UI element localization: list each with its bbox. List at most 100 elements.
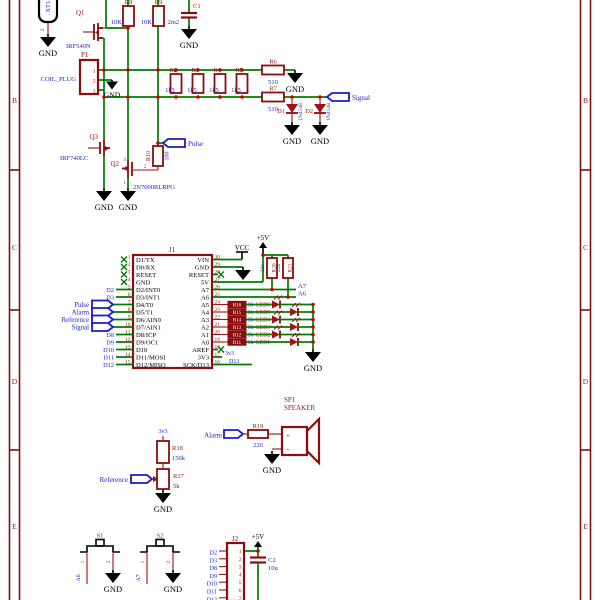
j1-right-pin-number: 17 <box>215 352 221 358</box>
r5-ref: R5 <box>235 67 242 74</box>
j1-left-pin-name: D0/RX <box>136 264 155 271</box>
gnd-arrow-icon <box>287 73 303 83</box>
j1-right-pin-number: 29 <box>215 262 221 268</box>
gnd-label: GND <box>304 363 322 373</box>
gnd-label: GND <box>180 40 198 50</box>
q2-ref: Q2 <box>110 160 119 168</box>
j1-left-pin-name: D1/TX <box>136 257 155 264</box>
junction-dot <box>290 95 294 99</box>
sheet-border: B C D E B C D E <box>8 0 592 600</box>
j1-right-pin-number: 30 <box>215 255 221 261</box>
led-ref: LED2 <box>256 333 270 339</box>
r7-resistor <box>261 91 285 103</box>
plus5v-symbol-j1 <box>259 242 267 255</box>
j2-pin-number: 5 <box>239 580 242 586</box>
j1-right-pin-number: 20 <box>215 330 221 336</box>
wire <box>305 416 321 466</box>
j2-pin-number: 4 <box>239 572 242 578</box>
gnd-arrow-icon <box>264 454 280 464</box>
j2-net-label: D12 <box>207 597 217 600</box>
junction-dot <box>311 317 315 322</box>
d1-value: 1N4148 <box>298 103 304 121</box>
array-resistor-ref: R11 <box>233 341 242 346</box>
led-ref: LED1 <box>256 340 270 346</box>
led-emission-arrows-icon <box>291 317 301 323</box>
wire <box>155 538 165 547</box>
j1-right-pin-name: A6 <box>201 294 210 301</box>
gnd-label: GND <box>104 584 122 594</box>
d2-ref: D2 <box>305 108 313 115</box>
j1-right-pin-name: 5V <box>201 279 209 286</box>
q2-pin1: 1 <box>124 181 127 186</box>
led-emission-arrows-icon <box>291 302 301 308</box>
gnd-arrow-icon <box>235 270 251 280</box>
s2-pin1-number: 1 <box>140 560 146 563</box>
flag-label: Pulse <box>74 302 89 309</box>
j1-right-pin-number: 23 <box>215 307 221 313</box>
led-emission-arrows-icon <box>273 310 283 315</box>
array-resistor-ref: R13 <box>233 326 242 331</box>
junction-dot <box>174 95 178 99</box>
net-3v3-label-j1: 3v3 <box>225 351 234 357</box>
j1-left-pin-name: D5/T1 <box>136 309 153 316</box>
row-letter: C <box>12 243 17 252</box>
r20-value: 22k <box>260 264 266 273</box>
led-symbol <box>290 323 298 331</box>
flag-label: Alarm <box>72 309 90 316</box>
j2-pin-number: 1 <box>239 549 242 555</box>
no-connect-x-icon <box>120 271 128 278</box>
j1-right-pin-number: 28 <box>215 270 221 276</box>
gnd-label: GND <box>95 202 113 212</box>
net-label: D8 <box>106 332 114 339</box>
q1-ref: Q1 <box>76 9 85 17</box>
q2-value: 2N7000RLRPG <box>133 184 175 191</box>
array-resistor-ref: R14 <box>233 318 242 323</box>
c1-value: 2m2 <box>167 19 179 26</box>
array-resistor-value: 1k <box>248 318 254 324</box>
led-emission-arrows-icon <box>273 325 283 330</box>
gnd-arrow-icon <box>305 352 321 362</box>
r10-ref: R10 <box>146 151 152 161</box>
symbols <box>37 0 350 600</box>
sp1-plus: + <box>286 432 290 440</box>
r8-ref: R8 <box>125 0 133 6</box>
wire <box>78 58 100 96</box>
junction-dot <box>218 95 222 99</box>
led-emission-arrows-icon <box>273 295 283 300</box>
q3-mosfet-symbol <box>99 140 110 156</box>
j1-left-pin-name: D9/OC1 <box>136 339 158 346</box>
alarm-flag <box>223 429 245 439</box>
signal-flag-label: Signal <box>352 94 370 102</box>
r21-value: 22k <box>276 264 282 273</box>
net-label: D10 <box>103 347 114 354</box>
plus5v-label-j1: +5V <box>257 234 270 242</box>
r4-value: 1k5 <box>209 87 218 94</box>
gnd-label: GND <box>286 84 304 94</box>
q2-pin3: 3 <box>124 158 127 163</box>
r17-potentiometer <box>153 468 170 490</box>
wire <box>286 104 298 113</box>
wire <box>95 538 105 547</box>
r18-value: 150k <box>172 455 186 462</box>
led-ref: LED4 <box>256 318 270 324</box>
j1-right-pin-name: GND <box>195 264 210 271</box>
j1-left-pin-number: 6 <box>128 292 131 298</box>
j1-left-pin-number: 12 <box>125 337 131 343</box>
junction-dot <box>126 95 130 99</box>
r6-resistor <box>261 64 285 76</box>
j1-left-pin-name: D12/MISO <box>136 362 166 369</box>
j1-right-pin-name: RESET <box>189 272 209 279</box>
j1-ref: J1 <box>169 245 176 254</box>
s2-net-label: A7 <box>136 574 142 581</box>
junction-dot <box>156 141 160 145</box>
array-resistor-value: 1k <box>248 310 254 316</box>
gnd-arrow-icon <box>105 573 121 583</box>
j1-left-pin-number: 2 <box>128 262 131 268</box>
row-letter: E <box>12 522 17 531</box>
c1-ref: C1 <box>193 3 201 10</box>
s1-pin2-number: 2 <box>106 560 112 563</box>
gnd-label: GND <box>164 584 182 594</box>
r17-ref: R17 <box>173 473 185 480</box>
j1-right-pin-name: A3 <box>201 317 210 324</box>
junction-dot <box>318 95 322 99</box>
